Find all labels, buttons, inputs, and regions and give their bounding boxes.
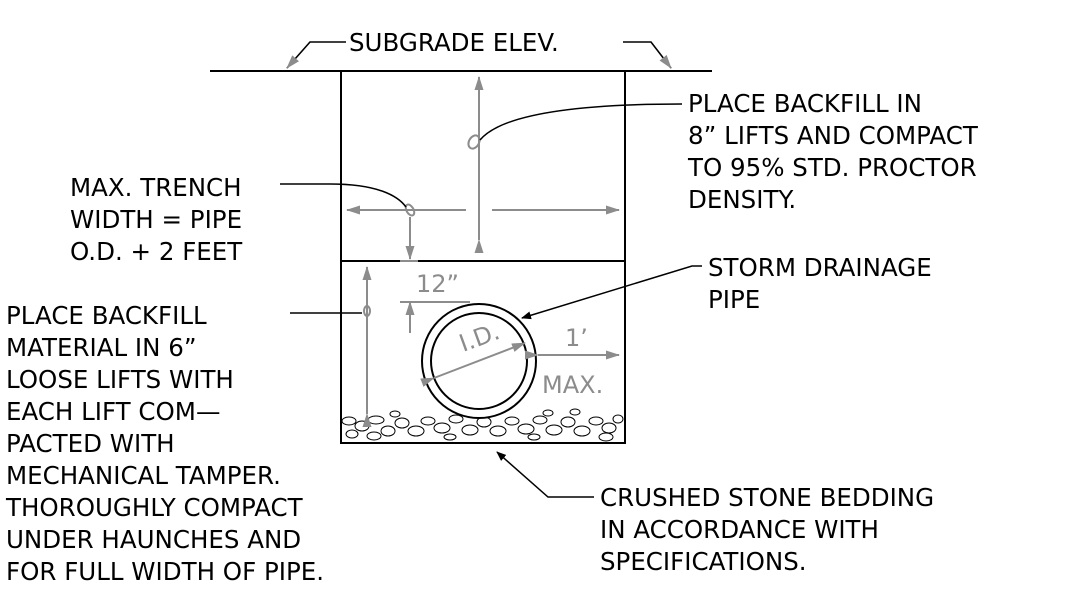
subgrade-leader-right	[623, 41, 672, 69]
note-line: PLACE BACKFILL	[6, 301, 207, 330]
note-line: MECHANICAL TAMPER.	[6, 461, 281, 490]
note-line: LOOSE LIFTS WITH	[6, 365, 234, 394]
note-backfill-upper: PLACE BACKFILL IN 8” LIFTS AND COMPACT T…	[687, 89, 979, 214]
subgrade-leader-left	[286, 41, 346, 69]
clearance-max-label: MAX.	[542, 371, 603, 399]
clearance-label: 1’	[565, 324, 588, 352]
note-line: WIDTH = PIPE	[70, 205, 242, 234]
note-line: DENSITY.	[688, 185, 796, 214]
leader-storm-pipe	[521, 265, 702, 320]
note-line: THOROUGHLY COMPACT	[5, 493, 304, 522]
trench-outline	[340, 70, 626, 444]
leader-dot-width	[404, 203, 416, 217]
note-line: FOR FULL WIDTH OF PIPE.	[6, 557, 324, 586]
note-bedding: CRUSHED STONE BEDDING IN ACCORDANCE WITH…	[600, 483, 934, 576]
note-line: UNDER HAUNCHES AND	[6, 525, 301, 554]
leader-lines	[280, 103, 702, 498]
note-line: PACTED WITH	[6, 429, 175, 458]
note-line: IN ACCORDANCE WITH	[600, 515, 879, 544]
leader-dot-lower	[363, 305, 371, 317]
trench-box	[340, 70, 626, 444]
note-line: SPECIFICATIONS.	[600, 547, 807, 576]
subgrade-label: SUBGRADE ELEV.	[349, 28, 559, 57]
pipe-id-dim	[420, 342, 526, 387]
note-backfill-lower: PLACE BACKFILL MATERIAL IN 6” LOOSE LIFT…	[5, 301, 324, 586]
leader-dot-upper	[467, 134, 481, 150]
leader-backfill-upper	[479, 103, 683, 141]
note-line: CRUSHED STONE BEDDING	[600, 483, 934, 512]
leader-bedding	[496, 451, 594, 498]
note-line: O.D. + 2 FEET	[70, 237, 243, 266]
note-line: STORM DRAINAGE	[708, 253, 932, 282]
note-trench-width: MAX. TRENCH WIDTH = PIPE O.D. + 2 FEET	[70, 173, 243, 266]
note-line: MATERIAL IN 6”	[6, 333, 197, 362]
note-line: PIPE	[708, 285, 760, 314]
leader-trench-width	[280, 183, 407, 208]
dimension-lines	[346, 76, 620, 427]
subgrade-elevation: SUBGRADE ELEV.	[210, 28, 712, 72]
note-line: EACH LIFT COM—	[6, 397, 220, 426]
cover-dim-label: 12”	[416, 270, 459, 298]
note-line: PLACE BACKFILL IN	[688, 89, 922, 118]
note-storm-pipe: STORM DRAINAGE PIPE	[708, 253, 932, 314]
note-line: MAX. TRENCH	[70, 173, 242, 202]
note-line: TO 95% STD. PROCTOR	[687, 153, 977, 182]
note-line: 8” LIFTS AND COMPACT	[688, 121, 979, 150]
